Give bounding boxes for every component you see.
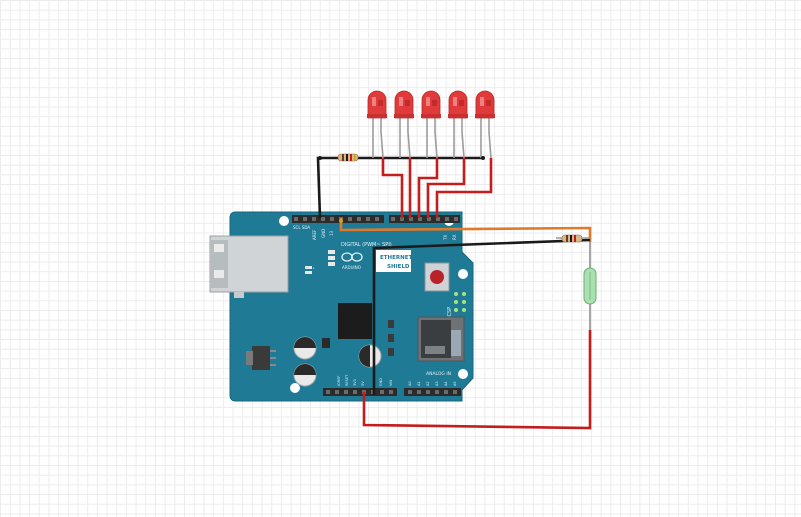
5v-label: 5V [361, 381, 365, 386]
mount-hole-1 [279, 216, 289, 226]
aref-label: AREF [312, 229, 317, 240]
reset-label: RESET [345, 374, 349, 386]
led-2 [394, 90, 414, 159]
analog-pin-label-a1: A1 [417, 381, 421, 386]
led-resistor [337, 153, 359, 162]
digital-header-right [389, 215, 460, 223]
rx-label: RX [452, 234, 457, 240]
title-line2: SHIELD [387, 264, 410, 270]
junction-dot-1 [318, 156, 322, 160]
mount-hole-4 [458, 369, 468, 379]
capacitor-1 [293, 336, 317, 360]
junction-dot-3 [339, 219, 343, 223]
digital-header-left [292, 215, 384, 223]
analog-label: ANALOG IN [426, 371, 451, 377]
led-row [367, 90, 495, 159]
board-led-2 [328, 256, 335, 260]
reset-button[interactable] [424, 262, 450, 292]
ground-wire [372, 238, 591, 395]
icsp-header: ICSP [447, 292, 466, 318]
junction-dot-2 [481, 156, 485, 160]
arduino-ethernet-shield: SCL SDA AREF GND 13 DIGITAL (PWM~ SPI) T… [209, 211, 474, 402]
capacitor-2 [293, 363, 317, 387]
title-line1: ETHERNET [380, 255, 412, 261]
title-box [376, 250, 411, 272]
analog-pin-label-a3: A3 [435, 381, 439, 386]
board-led-3 [328, 262, 335, 266]
analog-pin-label-a4: A4 [444, 381, 448, 386]
led3-wire [417, 158, 439, 218]
brand-label: ARDUINO [342, 265, 361, 270]
ethernet-chip [338, 303, 372, 339]
power-header [323, 388, 397, 396]
pin13-label: 13 [329, 230, 334, 236]
digital-label: DIGITAL (PWM~ SPI) [341, 242, 392, 248]
rj45-jack [209, 235, 289, 298]
voltage-regulator [246, 346, 276, 370]
pull-resistor [556, 234, 590, 243]
led5-wire [435, 158, 493, 218]
led-5 [475, 90, 495, 159]
arduino-logo: ARDUINO [341, 252, 363, 270]
capacitor-3 [358, 344, 382, 368]
power-wire [362, 330, 592, 430]
signal-wire [339, 218, 592, 242]
mount-hole-3 [458, 269, 468, 279]
gnd-rail-wire [316, 156, 483, 219]
analog-header [404, 388, 461, 396]
analog-pin-label-a2: A2 [426, 381, 430, 386]
led-1 [367, 90, 387, 159]
analog-pin-label-a5: A5 [453, 381, 457, 386]
led4-wire [426, 158, 466, 218]
mount-hole-5 [290, 383, 300, 393]
board-led-1 [328, 250, 335, 254]
reed-switch [583, 242, 597, 330]
ioref-label: IOREF [337, 376, 341, 386]
led-4 [448, 90, 468, 159]
sd-card-slot [417, 316, 465, 362]
analog-pin-label-a0: A0 [408, 381, 412, 386]
gnd-bottom-label: GND [379, 378, 383, 386]
vin-label: VIN [389, 380, 393, 386]
gnd-label: GND [321, 229, 326, 238]
l-label: L [313, 266, 315, 270]
3v3-label: 3V3 [353, 379, 357, 386]
scl-sda-label: SCL SDA [293, 225, 310, 230]
icsp-label: ICSP [447, 307, 453, 318]
led1-wire [381, 158, 404, 218]
led-3 [421, 90, 441, 159]
tx-label: TX [443, 235, 448, 241]
